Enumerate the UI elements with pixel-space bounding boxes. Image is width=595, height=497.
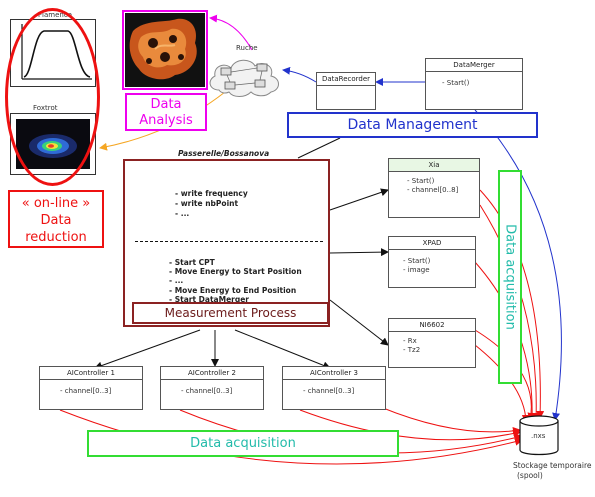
xia-channel-to-storage-arrow (479, 204, 541, 421)
xpad-method-0: - Start() (403, 257, 431, 265)
passerelle-bottom-line-4: - Start DataMerger (169, 294, 250, 304)
analysis-line2: Analysis (139, 113, 193, 128)
datamerger-box: DataMerger - Start() (425, 58, 523, 110)
passerelle-top-line-2: - ... (175, 209, 190, 218)
online-reduction-ellipse (5, 8, 100, 186)
ai3-method-0: - channel[0..3] (303, 387, 355, 395)
datarecorder-box: DataRecorder (316, 72, 376, 110)
ni6602-box: NI6602 - Rx - Tz2 (388, 318, 476, 368)
passerelle-to-ni6602-arrow (329, 299, 389, 346)
ni6602-method-0: - Rx (403, 337, 417, 345)
ruche-network-cloud-icon (209, 59, 279, 97)
passerelle-bottom-line-1: - Move Energy to Start Position (169, 267, 302, 277)
passerelle-bottom-lines: - Start CPT - Move Energy to Start Posit… (169, 258, 302, 304)
data-management-label: Data Management (347, 117, 478, 133)
storage-caption-line2: (spool) (517, 471, 543, 480)
analysis-callout: Data Analysis (125, 93, 207, 131)
ai2-title: AIController 2 (161, 367, 263, 380)
analysis-3d-volume-image (125, 13, 205, 87)
ni6602-title: NI6602 (389, 319, 475, 332)
ai3-box: AIController 3 - channel[0..3] (282, 366, 386, 410)
xpad-title: XPAD (389, 237, 475, 250)
xpad-method-1: - image (403, 266, 430, 274)
storage-caption-line1: Stockage temporaire (513, 461, 592, 470)
datarecorder-to-ruche-arrow (282, 66, 317, 83)
ruche-to-analysis-arrow (209, 14, 253, 51)
passerelle-top-line-1: - write nbPoint (175, 199, 239, 208)
passerelle-to-xpad-arrow (329, 248, 389, 257)
passerelle-box: - write frequency - write nbPoint - ... … (123, 159, 330, 327)
xia-to-storage-arrow (479, 189, 545, 419)
xpad-box: XPAD - Start() - image (388, 236, 476, 288)
xia-box: Xia - Start() - channel[0..8] (388, 158, 480, 218)
data-acquisition-side-label: Data acquisition (502, 224, 518, 330)
ai1-title: AIController 1 (40, 367, 142, 380)
passerelle-top-line-0: - write frequency (175, 189, 248, 198)
ai1-method-0: - channel[0..3] (60, 387, 112, 395)
xia-method-0: - Start() (407, 177, 435, 185)
measurement-process-label: Measurement Process (164, 306, 297, 320)
ai3-title: AIController 3 (283, 367, 385, 380)
mp-to-ai1-arrow (94, 329, 201, 370)
ni6602-method-1: - Tz2 (403, 346, 421, 354)
datamerger-method-0: - Start() (442, 79, 470, 87)
storage-cylinder-icon (519, 415, 559, 456)
mp-to-ai3-arrow (234, 329, 331, 370)
xia-method-1: - channel[0..8] (407, 186, 459, 194)
data-management-callout: Data Management (287, 112, 538, 138)
online-line2: Data (40, 213, 72, 228)
passerelle-bottom-line-2: - ... (169, 276, 184, 286)
storage-file-label: .nxs (531, 432, 546, 440)
passerelle-to-xia-arrow (329, 188, 389, 211)
passerelle-bottom-line-0: - Start CPT (169, 258, 215, 267)
passerelle-to-datamanagement-line (297, 137, 341, 159)
online-quote: « on-line » (21, 196, 91, 211)
datamerger-to-storage-arrow (474, 109, 562, 421)
ruche-label: Ruche (236, 44, 258, 52)
passerelle-title: Passerelle/Bossanova (178, 149, 270, 158)
xia-title: Xia (389, 159, 479, 172)
passerelle-dashed-divider (135, 241, 323, 242)
ai1-box: AIController 1 - channel[0..3] (39, 366, 143, 410)
measurement-process-callout: Measurement Process (132, 302, 329, 324)
analysis-line1: Data (150, 97, 182, 112)
passerelle-top-lines: - write frequency - write nbPoint - ... (175, 189, 248, 219)
online-line3: reduction (25, 230, 87, 245)
ai2-method-0: - channel[0..3] (181, 387, 233, 395)
online-reduction-callout: « on-line » Data reduction (8, 190, 104, 248)
ai3-to-storage-arrow (299, 409, 521, 441)
passerelle-bottom-line-3: - Move Energy to End Position (169, 285, 297, 295)
data-acquisition-bottom-callout: Data acquisition (87, 430, 399, 457)
data-acquisition-side-callout: Data acquisition (498, 170, 522, 384)
datarecorder-title: DataRecorder (317, 73, 375, 86)
data-acquisition-bottom-label: Data acquisition (190, 436, 296, 451)
datamerger-title: DataMerger (426, 59, 522, 72)
ai2-box: AIController 2 - channel[0..3] (160, 366, 264, 410)
ni6602-b-to-storage-arrow (474, 344, 530, 423)
